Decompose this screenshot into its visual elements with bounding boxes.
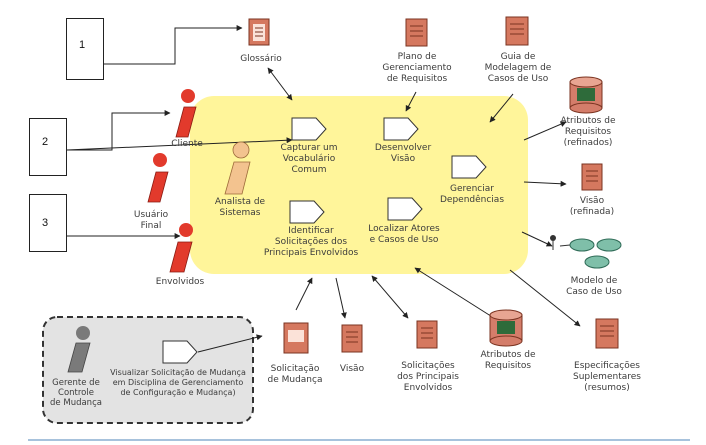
artifact-plano-label: Plano de Gerenciamento de Requisitos: [382, 52, 452, 84]
artifact-atributos-label: Atributos de Requisitos: [480, 350, 536, 371]
callout-1-connector: [104, 25, 243, 65]
artifact-visao-refinada-label: Visão (refinada): [569, 196, 615, 217]
artifact-atributos-refinados-label: Atributos de Requisitos (refinados): [560, 116, 616, 148]
activity-desenvolver-label: Desenvolver Visão: [374, 143, 432, 164]
flow-arrows: [197, 67, 581, 353]
doc-solicitacao-mudanca-icon: [283, 322, 309, 354]
doc-solicitacoes-envolvidos-icon: [416, 320, 438, 349]
analyst-icon: [224, 141, 251, 195]
callout-2-connector-b: [66, 137, 293, 151]
actor-envolvidos-icon: [169, 223, 193, 273]
activity-gerenciar-label: Gerenciar Dependências: [439, 184, 505, 205]
artifact-guia-label: Guia de Modelagem de Casos de Uso: [484, 52, 552, 84]
db-atributos-refinados-icon: [569, 76, 603, 114]
analyst-label: Analista de Sistemas: [214, 197, 266, 218]
model-caso-uso-icon: [550, 235, 622, 269]
activity-identificar-label: Identificar Solicitações dos Principais …: [263, 226, 359, 258]
artifact-solicitacoes-envolvidos-label: Solicitações dos Principais Envolvidos: [397, 361, 459, 393]
change-activity-label: Visualizar Solicitação de Mudança em Dis…: [110, 368, 246, 397]
activity-visualizar-icon: [162, 340, 198, 364]
artifact-visao-label: Visão: [339, 364, 365, 374]
activity-capturar-label: Capturar um Vocabulário Comum: [280, 143, 338, 175]
doc-plano-icon: [405, 18, 428, 47]
callout-1: 1: [66, 18, 104, 80]
doc-especificacoes-icon: [595, 318, 619, 349]
activity-identificar-icon: [289, 200, 325, 224]
activity-desenvolver-icon: [383, 117, 419, 141]
actor-usuario-final-label: Usuário Final: [133, 210, 169, 231]
activity-gerenciar-icon: [451, 155, 487, 179]
manager-icon: [67, 326, 91, 373]
callout-3: 3: [29, 194, 67, 252]
callout-2: 2: [29, 118, 67, 176]
doc-visao-icon: [341, 324, 363, 353]
actor-cliente-label: Cliente: [171, 139, 203, 149]
doc-guia-icon: [505, 16, 529, 46]
artifact-solicitacao-label: Solicitação de Mudança: [267, 364, 323, 385]
activity-capturar-icon: [291, 117, 327, 141]
actor-cliente-icon: [175, 89, 197, 138]
artifact-glossario-label: Glossário: [240, 54, 282, 64]
activity-localizar-label: Localizar Atores e Casos de Uso: [368, 224, 440, 245]
doc-glossario-icon: [248, 18, 270, 46]
artifact-modelo-label: Modelo de Caso de Uso: [566, 276, 622, 297]
artifact-especificacoes-label: Especificações Suplementares (resumos): [573, 361, 641, 393]
activity-localizar-icon: [387, 197, 423, 221]
change-control-box: [42, 316, 254, 424]
actor-envolvidos-label: Envolvidos: [155, 277, 205, 287]
callout-2-connector: [67, 110, 171, 151]
actor-usuario-final-icon: [147, 153, 169, 203]
doc-visao-refinada-icon: [581, 163, 603, 191]
manager-label: Gerente de Controle de Mudança: [50, 378, 102, 408]
db-atributos-icon: [489, 309, 523, 347]
